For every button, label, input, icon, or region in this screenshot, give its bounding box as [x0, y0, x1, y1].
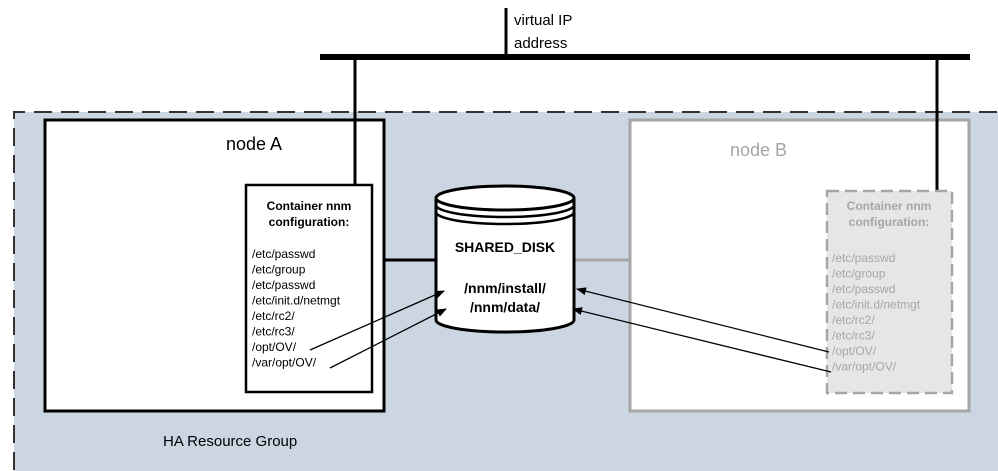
vip-label-line1: virtual IP	[514, 12, 572, 29]
node-b-path-item: /opt/OV/	[832, 344, 877, 358]
node-a-opt-arrow	[309, 290, 445, 351]
node-b-path-item: /etc/group	[832, 267, 886, 281]
node-a-path-item: /etc/rc2/	[252, 309, 295, 323]
shared-disk-path-2: /nnm/data/	[470, 299, 540, 315]
vip-label-line2: address	[514, 35, 567, 52]
node-b-path-item: /etc/passwd	[832, 251, 895, 265]
node-a-path-item: /opt/OV/	[252, 340, 297, 354]
ha-resource-group-border	[13, 111, 998, 470]
node-a-path-item: /etc/passwd	[252, 278, 315, 292]
node-b-container-title-line1: Container nnm	[847, 199, 932, 213]
node-a-var-arrow	[329, 308, 447, 369]
shared-disk-ring-2	[434, 211, 576, 226]
node-b-path-item: /var/opt/OV/	[832, 360, 897, 374]
node-b-path-item: /etc/rc3/	[832, 329, 875, 343]
node-a-path-item: /etc/group	[252, 263, 306, 277]
node-a-container-title-line1: Container nnm	[267, 199, 352, 213]
node-a-path-list: /etc/passwd/etc/group/etc/passwd/etc/ini…	[252, 247, 341, 370]
node-b-title: node B	[730, 140, 787, 160]
shared-disk-body	[434, 198, 576, 334]
node-b-container	[825, 189, 954, 395]
node-a-container-title-line2: configuration:	[269, 215, 350, 229]
node-a-title: node A	[226, 134, 282, 154]
shared-disk-top	[434, 184, 576, 212]
node-b-opt-arrow	[576, 287, 830, 353]
node-a-path-item: /etc/init.d/netmgt	[252, 294, 341, 308]
node-b-path-item: /etc/init.d/netmgt	[832, 298, 921, 312]
node-b-path-list: /etc/passwd/etc/group/etc/passwd/etc/ini…	[832, 251, 921, 374]
shared-disk-path-1: /nnm/install/	[464, 280, 546, 296]
node-b-path-item: /etc/passwd	[832, 282, 895, 296]
node-a-path-item: /var/opt/OV/	[252, 356, 317, 370]
shared-disk-name: SHARED_DISK	[455, 239, 555, 255]
shared-disk: SHARED_DISK /nnm/install/ /nnm/data/	[434, 184, 576, 334]
node-a-path-item: /etc/passwd	[252, 247, 315, 261]
node-b-var-arrow	[572, 307, 832, 373]
ha-resource-group-label: HA Resource Group	[163, 433, 297, 450]
node-a-path-item: /etc/rc3/	[252, 325, 295, 339]
node-b-path-item: /etc/rc2/	[832, 313, 875, 327]
node-b-container-title-line2: configuration:	[849, 215, 930, 229]
shared-disk-ring-1	[434, 204, 576, 219]
